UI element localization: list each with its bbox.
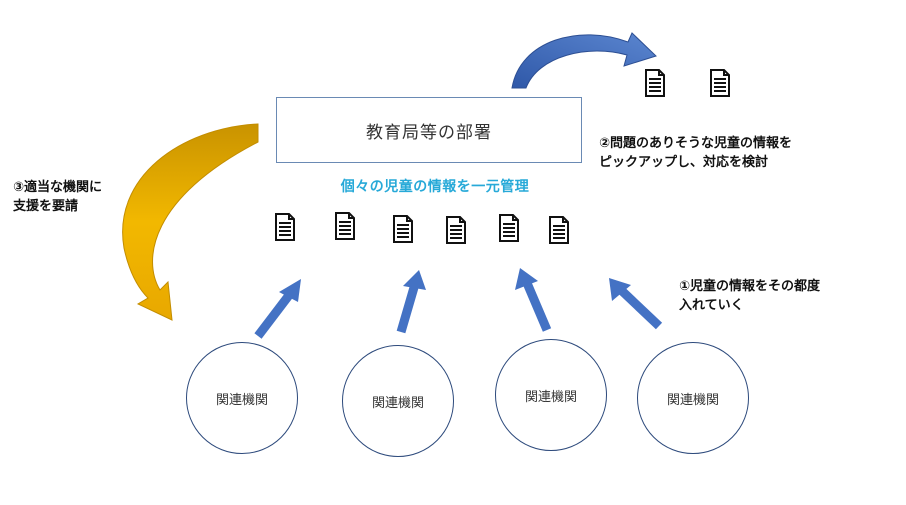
- note-step-1-line-2: 入れていく: [679, 298, 744, 313]
- document-icon: [499, 214, 519, 242]
- input-arrow-2: [396, 282, 420, 334]
- document-icon: [645, 69, 665, 97]
- note-step-2-line-1: ②問題のありそうな児童の情報を: [599, 136, 793, 151]
- agency-circle-1: 関連機関: [186, 342, 298, 454]
- input-arrow-2-head: [403, 270, 426, 290]
- input-arrow-3-head: [515, 268, 538, 290]
- note-step-2-line-2: ピックアップし、対応を検討: [599, 155, 769, 170]
- department-box: 教育局等の部署: [276, 97, 582, 163]
- document-icon: [710, 69, 730, 97]
- note-step-2: ②問題のありそうな児童の情報を ピックアップし、対応を検討: [599, 134, 792, 172]
- central-documents: [275, 212, 569, 244]
- input-arrow-1: [254, 287, 297, 339]
- agency-label: 関連機関: [215, 392, 268, 408]
- note-step-3-line-1: ③適当な機関に: [13, 180, 103, 195]
- curved-blue-arrow: [511, 32, 657, 89]
- curved-gold-arrow: [122, 123, 259, 321]
- note-step-1-line-1: ①児童の情報をその都度: [679, 279, 821, 294]
- agency-circle-2: 関連機関: [342, 345, 454, 457]
- central-management-label: 個々の児童の情報を一元管理: [340, 179, 530, 195]
- agency-label: 関連機関: [371, 395, 424, 411]
- document-icon: [393, 215, 413, 243]
- note-step-1: ①児童の情報をその都度 入れていく: [679, 277, 820, 315]
- picked-documents: [645, 69, 730, 97]
- input-arrow-1-head: [279, 279, 301, 302]
- department-label: 教育局等の部署: [366, 122, 492, 143]
- agency-label: 関連機関: [666, 392, 719, 408]
- document-icon: [275, 213, 295, 241]
- document-icon: [335, 212, 355, 240]
- input-arrows: [254, 268, 663, 339]
- note-step-3: ③適当な機関に 支援を要請: [13, 178, 102, 216]
- input-arrow-4: [617, 286, 663, 330]
- agency-circle-3: 関連機関: [495, 339, 607, 451]
- input-arrow-4-head: [609, 278, 631, 301]
- document-icon: [549, 216, 569, 244]
- input-arrow-3: [522, 281, 552, 332]
- agency-label: 関連機関: [524, 389, 577, 405]
- document-icon: [446, 216, 466, 244]
- note-step-3-line-2: 支援を要請: [13, 199, 79, 214]
- agency-circle-4: 関連機関: [637, 342, 749, 454]
